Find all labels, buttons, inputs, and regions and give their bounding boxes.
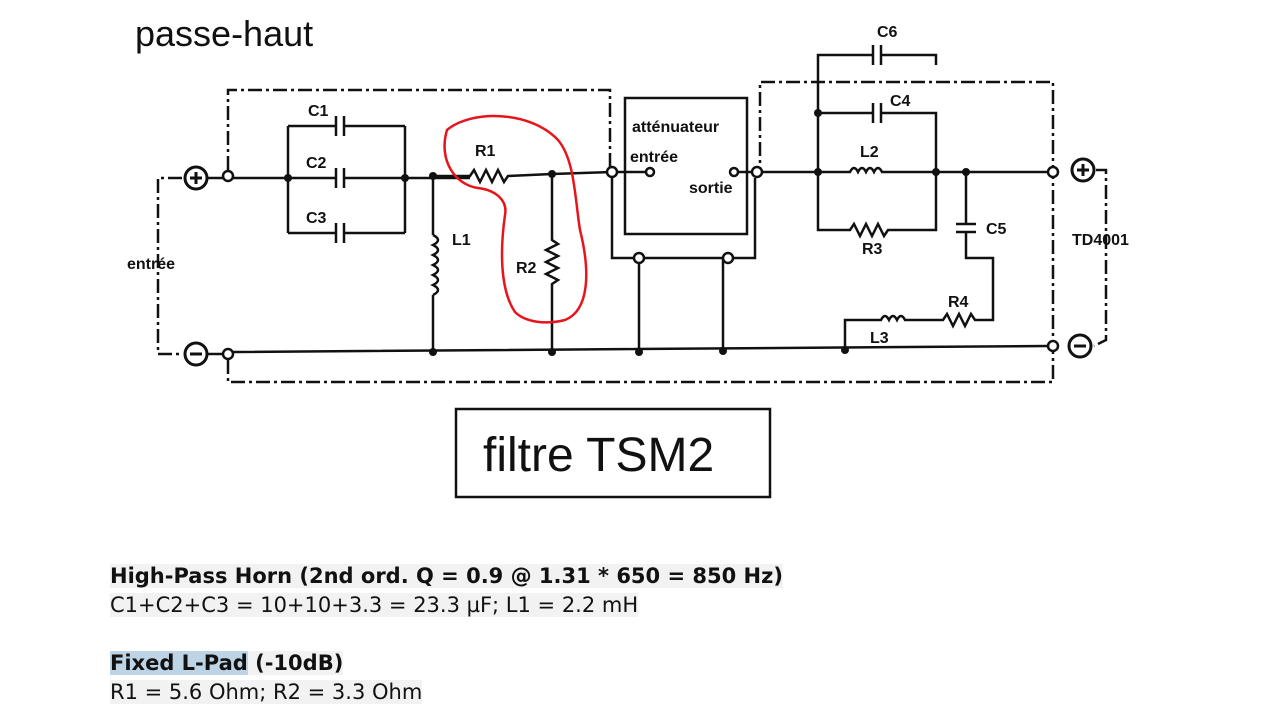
filter-name: filtre TSM2 [483,429,714,482]
c2-label: C2 [306,155,327,172]
attenuator-out-label: sortie [689,180,733,197]
l2-label: L2 [860,144,879,161]
lpad-heading-highlight: Fixed L-Pad [110,651,248,675]
attenuator-block [605,96,749,236]
input-negative-terminal [183,341,209,367]
attenuator-ground-wires [610,177,757,352]
output-negative-terminal [1067,333,1093,359]
attenuator-title: atténuateur [632,119,719,136]
driver-label: TD4001 [1072,232,1129,249]
crossover-schematic: passe-haut entrée C1 C2 C3 L1 [127,13,1129,499]
r4-label: R4 [948,294,969,311]
filter-name-box [454,407,772,499]
output-bracket [1093,168,1108,348]
hp-heading: High-Pass Horn (2nd ord. Q = 0.9 @ 1.31 … [110,564,783,588]
capacitor-bank [284,116,409,243]
lpad-heading: Fixed L-Pad (-10dB) [110,649,783,678]
input-bracket [156,176,182,356]
ground-rail [207,344,1049,356]
input-label: entrée [127,256,175,273]
lpad-heading-rest: (-10dB) [247,651,344,675]
notes-section: High-Pass Horn (2nd ord. Q = 0.9 @ 1.31 … [110,562,783,707]
notch-network [843,168,995,352]
c5-label: C5 [986,221,1007,238]
r2-label: R2 [516,260,537,277]
inductor-l1 [429,172,440,356]
r1-label: R1 [475,143,496,160]
schematic-title: passe-haut [135,13,313,54]
parallel-network [814,45,940,239]
lpad-highlight [443,114,588,324]
l3-label: L3 [870,330,889,347]
c6-label: C6 [877,24,898,41]
output-positive-terminal [1070,157,1096,183]
r3-label: R3 [862,241,883,258]
l1-label: L1 [452,232,471,249]
attenuator-in-label: entrée [630,149,678,166]
resistor-r2 [543,174,561,356]
input-positive-terminal [183,165,209,191]
notes-spacer [110,620,783,649]
c4-label: C4 [890,93,911,110]
hp-values: C1+C2+C3 = 10+10+3.3 = 23.3 µF; L1 = 2.2… [110,593,639,617]
c3-label: C3 [306,210,327,227]
c1-label: C1 [308,103,329,120]
enclosure-outline [226,80,1055,384]
lpad-values: R1 = 5.6 Ohm; R2 = 3.3 Ohm [110,680,423,704]
